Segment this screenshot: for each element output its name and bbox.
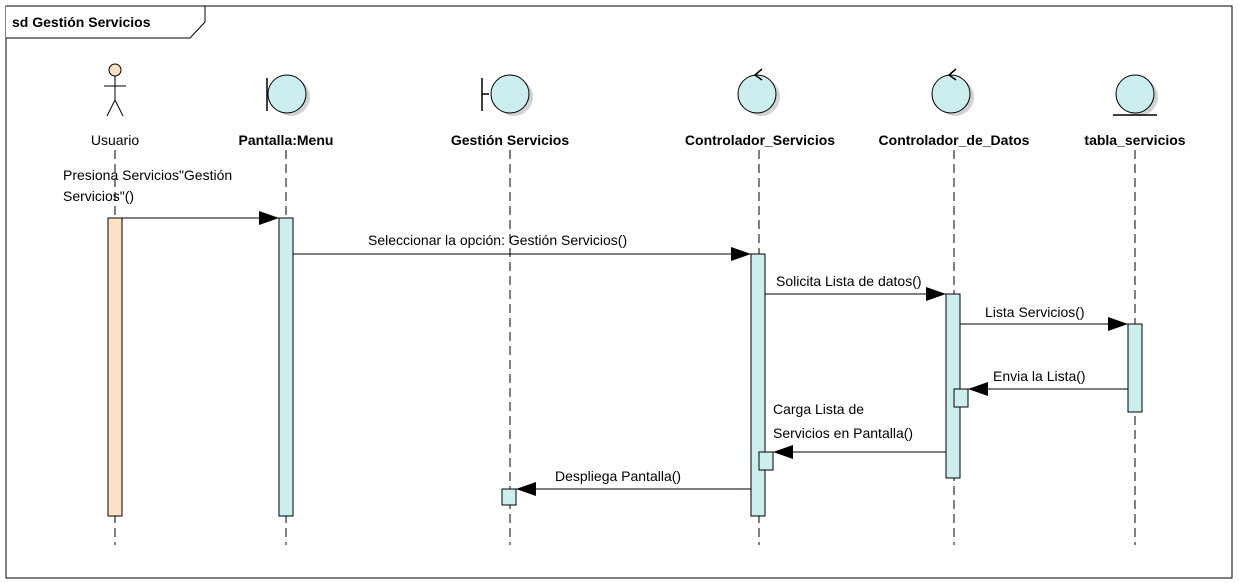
participant-label: Gestión Servicios <box>451 132 569 148</box>
activation-usuario <box>107 217 123 517</box>
participant-label: Usuario <box>91 132 139 148</box>
participant-label: Pantalla:Menu <box>239 132 334 148</box>
message-label-3: Solicita Lista de datos() <box>776 273 922 289</box>
activation-controlador-servicios <box>750 253 766 517</box>
participant-controlador-servicios[interactable]: Controlador_Servicios <box>685 68 835 148</box>
participant-tabla-servicios[interactable]: tabla_servicios <box>1084 74 1186 148</box>
participant-pantalla-menu[interactable]: Pantalla:Menu <box>239 74 334 148</box>
frame-title-tab <box>6 5 206 39</box>
participant-label: Controlador_de_Datos <box>879 132 1030 148</box>
message-label-6b: Servicios en Pantalla() <box>773 425 913 441</box>
entity-icon <box>1113 74 1158 116</box>
message-label-1a: Presiona Servicios"Gestión <box>63 167 232 183</box>
participant-usuario[interactable]: Usuario <box>91 63 139 148</box>
self-activation-controlador-servicios <box>758 451 774 471</box>
message-label-2: Seleccionar la opción: Gestión Servicios… <box>368 232 627 248</box>
message-label-7: Despliega Pantalla() <box>555 468 681 484</box>
message-label-1b: Servicios"() <box>63 188 134 204</box>
self-activation-controlador-de-datos <box>953 388 969 408</box>
message-label-4: Lista Servicios() <box>985 304 1085 320</box>
frame-title: sd Gestión Servicios <box>12 14 151 30</box>
activation-tabla-servicios <box>1127 323 1143 413</box>
diagram-frame <box>5 5 1233 579</box>
activation-gestion-servicios <box>501 488 517 506</box>
message-label-5: Envia la Lista() <box>993 368 1086 384</box>
participant-label: tabla_servicios <box>1084 132 1185 148</box>
activation-pantalla-menu <box>278 217 294 517</box>
activation-controlador-de-datos <box>945 293 961 479</box>
control-icon <box>737 68 780 116</box>
actor-icon <box>104 63 126 117</box>
boundary-icon <box>266 74 310 116</box>
participant-label: Controlador_Servicios <box>685 132 835 148</box>
boundary-icon <box>481 74 533 116</box>
message-label-6a: Carga Lista de <box>773 401 864 417</box>
control-icon <box>931 68 974 116</box>
participant-gestion-servicios[interactable]: Gestión Servicios <box>451 74 569 148</box>
participant-controlador-de-datos[interactable]: Controlador_de_Datos <box>879 68 1030 148</box>
